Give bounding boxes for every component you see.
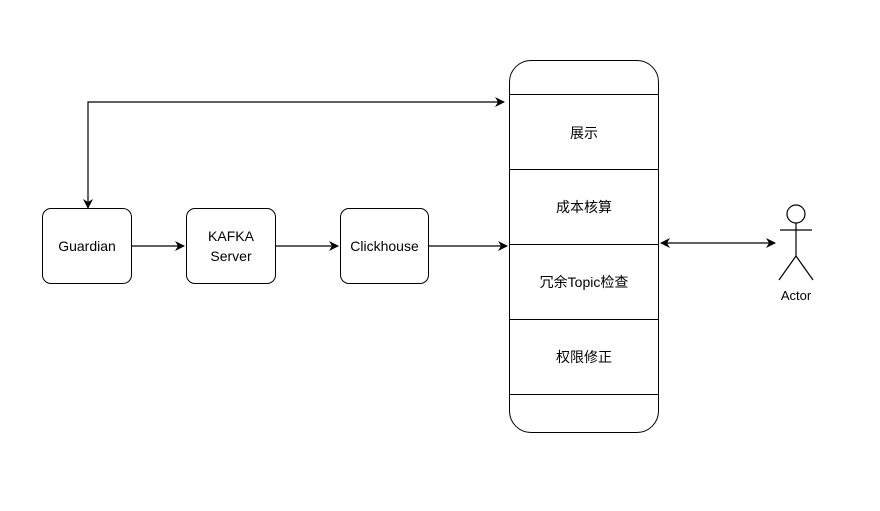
- actor-icon: [778, 204, 814, 281]
- panel-divider: [510, 169, 658, 170]
- section-permission-fix-label: 权限修正: [556, 349, 612, 365]
- clickhouse-node[interactable]: Clickhouse: [340, 208, 429, 284]
- section-permission-fix[interactable]: 权限修正: [510, 320, 658, 394]
- section-display[interactable]: 展示: [510, 95, 658, 170]
- section-cost-accounting-label: 成本核算: [556, 199, 612, 215]
- section-cost-accounting[interactable]: 成本核算: [510, 170, 658, 244]
- kafka-server-node[interactable]: KAFKA Server: [186, 208, 276, 284]
- clickhouse-label: Clickhouse: [350, 238, 419, 254]
- panel-divider: [510, 94, 658, 95]
- kafka-server-label: KAFKA Server: [208, 228, 254, 264]
- guardian-display-connector: [83, 97, 505, 209]
- section-redundant-topic-check-label: 冗余Topic检查: [539, 274, 629, 290]
- actor-label: Actor: [780, 288, 812, 303]
- section-display-label: 展示: [570, 124, 598, 141]
- panel-divider: [510, 319, 658, 320]
- function-panel: 展示 成本核算 冗余Topic检查 权限修正: [509, 60, 659, 433]
- guardian-node[interactable]: Guardian: [42, 208, 132, 284]
- panel-divider: [510, 394, 658, 395]
- guardian-label: Guardian: [58, 238, 116, 254]
- panel-divider: [510, 244, 658, 245]
- section-redundant-topic-check[interactable]: 冗余Topic检查: [510, 245, 658, 319]
